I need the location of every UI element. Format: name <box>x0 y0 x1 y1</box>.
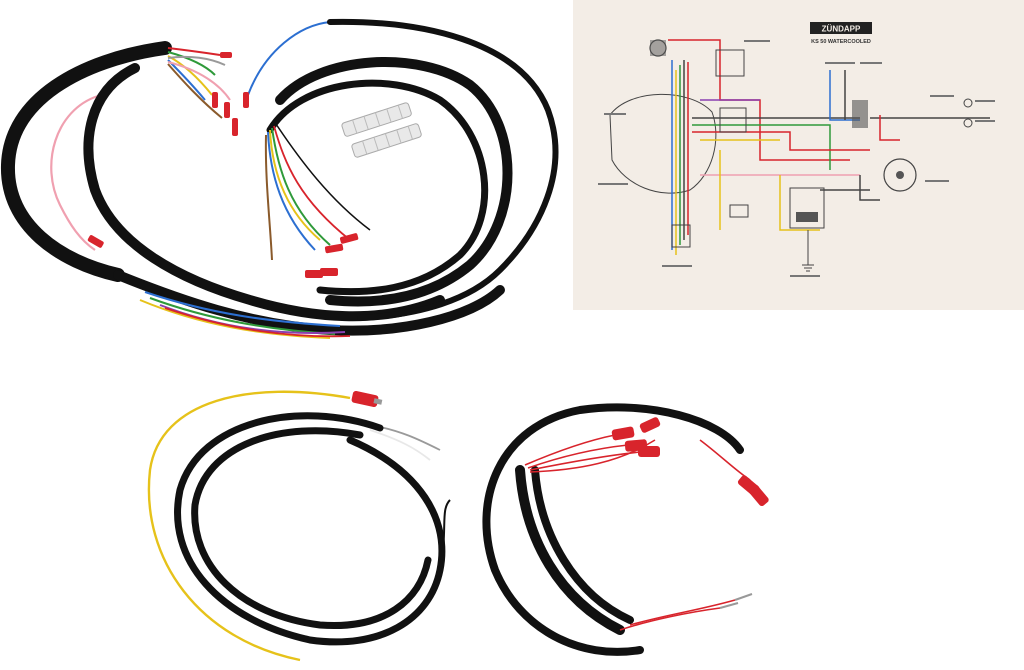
blue-wire <box>247 21 331 96</box>
wiring-diagram: ZÜNDAPP KS 50 WATERCOOLED <box>573 0 1024 310</box>
inner-cable-loop <box>83 63 445 322</box>
right-cable-arc <box>327 18 559 321</box>
outer-cable-loop <box>0 41 172 282</box>
terminal-blocks <box>341 102 422 158</box>
yellow-wire <box>147 390 351 662</box>
small-harness-outer-loop <box>174 412 446 646</box>
middle-wire-fan <box>264 123 371 261</box>
middle-red-terminals <box>87 233 359 278</box>
bottom-cable-run <box>113 270 505 336</box>
red-terminal-harness <box>482 403 769 656</box>
diagram-brand-box <box>810 22 872 34</box>
diagram-brand-label: ZÜNDAPP <box>822 25 861 34</box>
wire-fan-red <box>164 307 351 338</box>
top-red-terminals <box>212 52 249 136</box>
top-wire-bundle <box>167 47 231 119</box>
small-harness-red-terminal <box>351 390 379 408</box>
wire-fan-blue <box>144 291 341 327</box>
small-harness <box>147 390 451 662</box>
rt-red-terminals <box>611 417 769 507</box>
main-harness <box>0 18 559 339</box>
pink-wire <box>50 94 99 251</box>
diagram-model-label: KS 50 WATERCOOLED <box>811 39 871 45</box>
middle-cable-loop-1 <box>275 57 513 307</box>
small-harness-inner-loop <box>191 427 432 630</box>
rt-harness-outer-loop <box>482 403 744 656</box>
rt-harness-bundle-2 <box>531 466 634 624</box>
rt-harness-bundle-1 <box>515 465 625 635</box>
wire-fan-yellow <box>139 299 331 339</box>
middle-cable-loop-2 <box>266 79 489 296</box>
